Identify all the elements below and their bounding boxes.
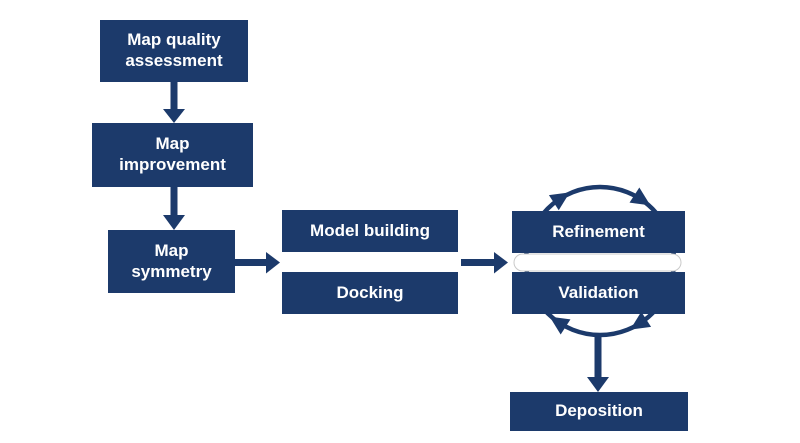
cycle-arrowhead-top-left [548, 192, 570, 211]
arrow-validation-to-deposition [587, 334, 609, 392]
cycle-arrowhead-top-right [629, 187, 651, 206]
box-map-quality-assessment: Map quality assessment [100, 20, 248, 82]
box-deposition: Deposition [510, 392, 688, 431]
box-map-symmetry: Map symmetry [108, 230, 235, 293]
box-refinement: Refinement [512, 211, 685, 253]
cycle-arrowhead-bottom-right [630, 311, 652, 330]
arrow-improvement-to-symmetry [163, 187, 185, 230]
box-map-improvement: Map improvement [92, 123, 253, 187]
arrow-quality-to-improvement [163, 82, 185, 123]
cycle-arrowhead-bottom-left [549, 316, 571, 335]
box-validation: Validation [512, 272, 685, 314]
cycle-gap-band [513, 253, 682, 272]
arrow-symmetry-to-modelbuilding [235, 252, 280, 274]
box-model-building: Model building [282, 210, 458, 252]
arrow-modelbuilding-to-refinement [461, 252, 508, 274]
box-docking: Docking [282, 272, 458, 314]
